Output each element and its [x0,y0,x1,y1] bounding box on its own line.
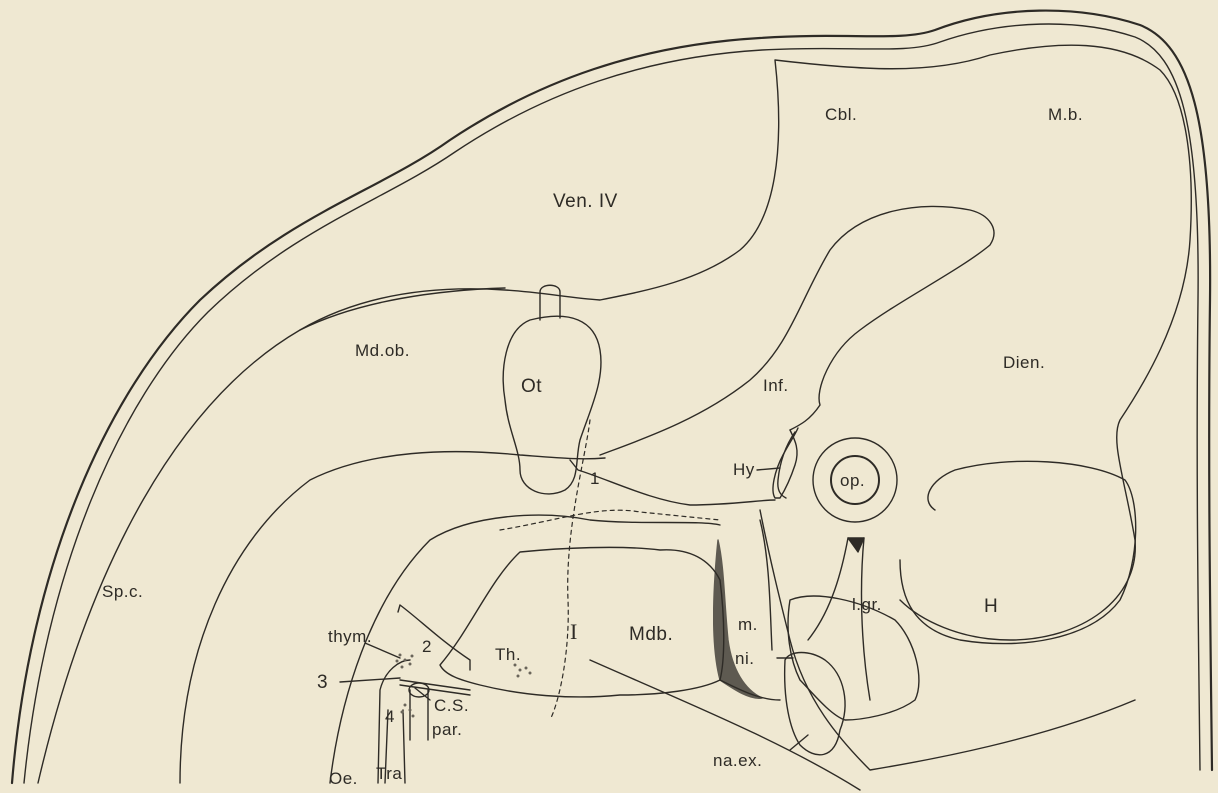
label-cbl: Cbl. [825,105,857,124]
pharynx-upper [330,515,720,783]
label-1: 1 [590,469,600,488]
dashed-line-vertical [550,420,590,720]
label-par: par. [432,720,462,739]
dashed-line-horizontal [500,510,720,530]
nasal-region-outline [788,596,919,720]
lower-right-contour [760,510,1135,770]
label-ni: ni. [735,649,754,668]
otocyst-outline [503,316,601,494]
mandible-outline [440,547,724,697]
hemisphere-outline [900,461,1136,643]
optic-stalk-dark [848,538,864,552]
label-lgr: l.gr. [852,595,882,614]
label-tra: Tra [376,764,402,783]
label-mdb: Mdb. [629,624,673,645]
label-inf: Inf. [763,376,789,395]
diencephalon-outline [600,206,994,455]
label-2: 2 [422,637,432,656]
label-ven-iv: Ven. IV [553,191,618,212]
leader-3 [340,678,400,682]
label-dien: Dien. [1003,353,1045,372]
thymus-stipple [396,654,414,669]
label-naex: na.ex. [713,751,762,770]
arch-4-cap [409,683,429,697]
hypophysis-pouch [778,432,795,498]
label-md-ob: Md.ob. [355,341,410,360]
label-op: op. [840,471,865,490]
infundibulum [773,428,798,498]
label-roman-i: I [570,619,578,644]
otic-stalk [540,285,560,320]
label-cs: C.S. [434,696,469,715]
label-4: 4 [385,707,395,726]
label-h: H [984,596,998,617]
label-thym: thym. [328,627,372,646]
label-oe: Oe. [329,769,358,788]
label-sp-c: Sp.c. [102,582,143,601]
label-3: 3 [317,672,328,693]
nasal-pit [785,653,845,755]
label-th: Th. [495,645,521,664]
thyroid-stipple [514,664,532,678]
label-m: m. [738,615,758,634]
leader-naex [790,735,808,750]
label-hy: Hy [733,460,755,479]
brain-wall-outline [38,45,1191,783]
label-mb: M.b. [1048,105,1083,124]
label-ot: Ot [521,376,542,397]
brain-floor-line [180,452,605,783]
outer-contour-outer [12,11,1212,783]
